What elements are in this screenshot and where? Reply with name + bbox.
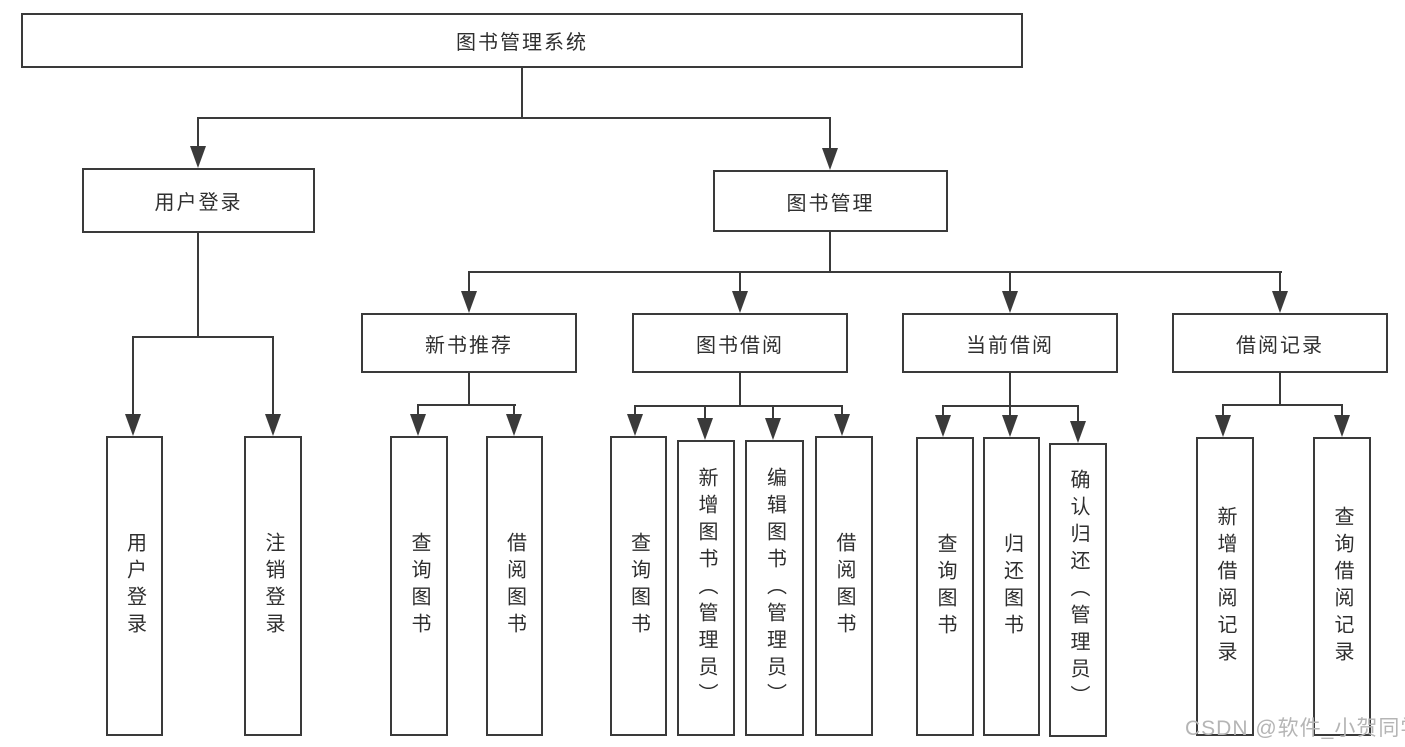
arrow-down-icon	[1272, 291, 1288, 313]
node-label: 新增借阅记录	[1214, 505, 1236, 668]
leaf-return-book: 归还图书	[983, 437, 1040, 736]
leaf-confirm-return-admin: 确认归还（管理员）	[1049, 443, 1107, 737]
arrow-down-icon	[265, 414, 281, 436]
node-label: 借阅图书	[833, 532, 855, 640]
connector-line	[417, 404, 419, 414]
leaf-logout: 注销登录	[244, 436, 302, 736]
arrow-down-icon	[822, 148, 838, 170]
leaf-borrow-books: 借阅图书	[815, 436, 873, 736]
leaf-query-borrow-record: 查询借阅记录	[1313, 437, 1371, 736]
node-book-management: 图书管理	[713, 170, 948, 232]
node-user-login: 用户登录	[82, 168, 315, 233]
connector-line	[1009, 405, 1011, 415]
connector-line	[1279, 271, 1281, 291]
connector-line	[1009, 373, 1011, 406]
connector-line	[829, 117, 831, 149]
arrow-down-icon	[1070, 421, 1086, 443]
node-borrowing-records: 借阅记录	[1172, 313, 1388, 373]
connector-line	[1009, 271, 1011, 291]
connector-line	[772, 405, 774, 418]
node-new-book-recommendation: 新书推荐	[361, 313, 577, 373]
connector-line	[1077, 405, 1079, 421]
connector-line	[197, 117, 199, 147]
connector-line	[272, 336, 274, 414]
leaf-add-borrow-record: 新增借阅记录	[1196, 437, 1254, 736]
node-current-borrowing: 当前借阅	[902, 313, 1118, 373]
node-label: 图书管理系统	[456, 32, 588, 54]
arrow-down-icon	[834, 414, 850, 436]
arrow-down-icon	[1002, 291, 1018, 313]
node-label: 确认归还（管理员）	[1067, 468, 1089, 712]
node-label: 借阅记录	[1236, 334, 1324, 357]
connector-line	[1279, 373, 1281, 405]
connector-line	[197, 233, 199, 338]
watermark: CSDN @软件_小贺同学	[1185, 717, 1405, 740]
node-label: 查询图书	[627, 532, 650, 640]
node-label: 图书借阅	[696, 334, 784, 357]
node-label: 注销登录	[262, 532, 284, 640]
arrow-down-icon	[190, 146, 206, 168]
arrow-down-icon	[765, 418, 781, 440]
connector-line	[417, 404, 516, 406]
arrow-down-icon	[627, 414, 643, 436]
leaf-query-books: 查询图书	[610, 436, 667, 736]
node-label: 新书推荐	[425, 334, 513, 357]
leaf-query-books: 查询图书	[916, 437, 974, 736]
arrow-down-icon	[461, 291, 477, 313]
node-label: 查询借阅记录	[1331, 505, 1353, 668]
connector-line	[521, 68, 523, 119]
connector-line	[513, 404, 515, 414]
node-label: 新增图书（管理员）	[695, 466, 717, 710]
connector-line	[942, 405, 944, 415]
connector-line	[1341, 404, 1343, 415]
connector-line	[468, 373, 470, 405]
connector-line	[739, 373, 741, 406]
node-label: 当前借阅	[966, 334, 1054, 357]
leaf-query-books: 查询图书	[390, 436, 448, 736]
node-label: 用户登录	[154, 192, 243, 214]
node-label: 归还图书	[1000, 532, 1023, 641]
connector-line	[704, 405, 706, 418]
arrow-down-icon	[697, 418, 713, 440]
connector-line	[829, 232, 831, 273]
connector-line	[841, 405, 843, 414]
node-label: 图书管理	[786, 192, 875, 215]
leaf-borrow-books: 借阅图书	[486, 436, 543, 736]
connector-line	[132, 336, 274, 338]
node-book-borrowing: 图书借阅	[632, 313, 848, 373]
connector-line	[634, 405, 636, 414]
connector-line	[634, 405, 843, 407]
arrow-down-icon	[732, 291, 748, 313]
connector-line	[468, 271, 470, 291]
arrow-down-icon	[935, 415, 951, 437]
connector-line	[1222, 404, 1224, 415]
connector-line	[739, 271, 741, 291]
arrow-down-icon	[125, 414, 141, 436]
node-label: 查询图书	[408, 532, 430, 640]
node-library-management-system: 图书管理系统	[21, 13, 1023, 68]
node-label: 查询图书	[934, 532, 956, 641]
arrow-down-icon	[1002, 415, 1018, 437]
node-label: 借阅图书	[503, 532, 526, 640]
node-label: 用户登录	[123, 532, 146, 640]
leaf-edit-book-admin: 编辑图书（管理员）	[745, 440, 804, 736]
arrow-down-icon	[1334, 415, 1350, 437]
node-label: 编辑图书（管理员）	[763, 466, 786, 710]
connector-line	[1222, 404, 1343, 406]
connector-line	[197, 117, 831, 119]
leaf-user-login: 用户登录	[106, 436, 163, 736]
arrow-down-icon	[506, 414, 522, 436]
arrow-down-icon	[1215, 415, 1231, 437]
arrow-down-icon	[410, 414, 426, 436]
leaf-add-book-admin: 新增图书（管理员）	[677, 440, 735, 736]
connector-line	[132, 336, 134, 414]
connector-line	[468, 271, 1282, 273]
